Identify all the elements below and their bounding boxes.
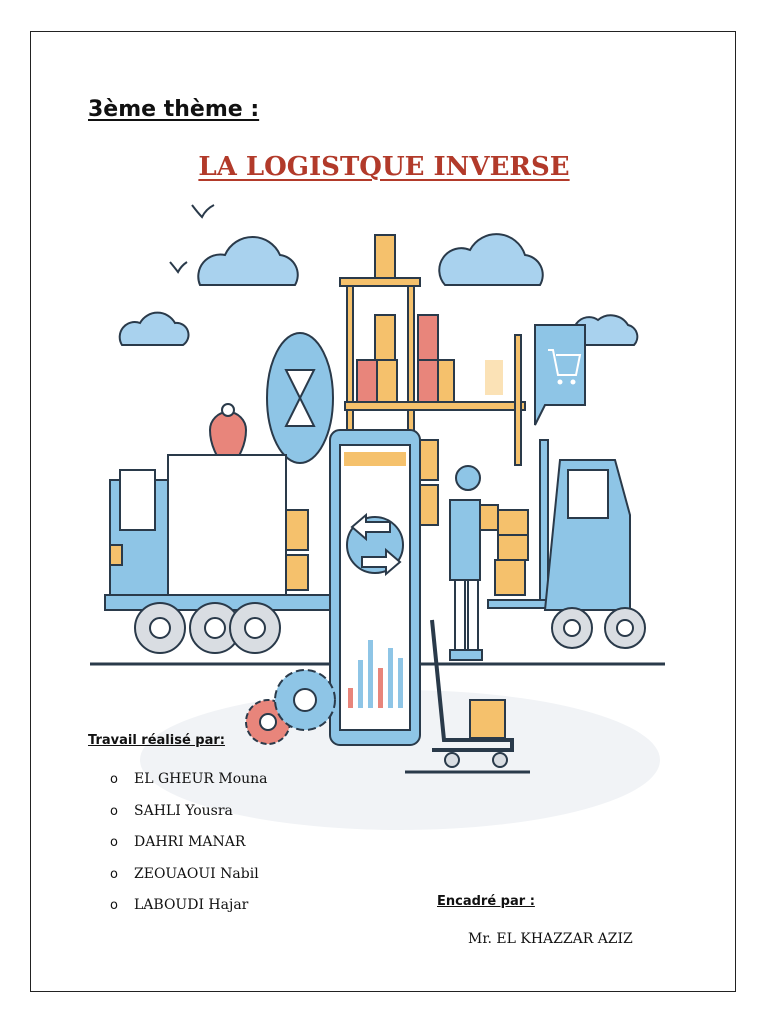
list-bullet: o (110, 898, 118, 913)
gear-icon (274, 669, 336, 731)
cloud-icon (197, 235, 299, 286)
list-bullet: o (110, 772, 118, 787)
theme-heading: 3ème thème : (88, 97, 260, 122)
exchange-arrows-icon (346, 512, 404, 577)
team-member: o ZEOUAOUI Nabil (110, 863, 268, 895)
member-name: EL GHEUR Mouna (134, 771, 268, 787)
team-member: o LABOUDI Hajar (110, 894, 268, 926)
page-border (30, 31, 736, 992)
supervisor-label: Encadré par : (437, 894, 535, 909)
team-member: o EL GHEUR Mouna (110, 768, 268, 800)
cloud-icon (438, 233, 544, 286)
supervisor-name: Mr. EL KHAZZAR AZIZ (468, 931, 633, 947)
member-name: ZEOUAOUI Nabil (134, 865, 259, 882)
hand-truck-icon (430, 619, 514, 768)
team-label: Travail réalisé par: (88, 733, 225, 748)
truck-icon (104, 454, 331, 654)
forklift-icon (487, 439, 646, 649)
member-name: SAHLI Yousra (134, 802, 233, 819)
worker-icon (449, 465, 499, 661)
team-member: o DAHRI MANAR (110, 831, 268, 863)
smartphone-icon (329, 429, 421, 746)
shopping-cart-icon (534, 324, 586, 426)
team-member: o SAHLI Yousra (110, 800, 268, 832)
page-title: LA LOGISTQUE INVERSE (198, 152, 570, 182)
member-name: LABOUDI Hajar (134, 897, 249, 913)
list-bullet: o (110, 866, 118, 882)
logistics-illustration (90, 204, 665, 830)
bird-icon (169, 261, 188, 274)
list-bullet: o (110, 803, 118, 819)
bar-chart-icon (348, 640, 403, 708)
member-name: DAHRI MANAR (134, 834, 246, 850)
list-bullet: o (110, 835, 118, 850)
bird-icon (191, 204, 215, 219)
cloud-icon (118, 311, 190, 346)
hourglass-icon (266, 332, 334, 464)
